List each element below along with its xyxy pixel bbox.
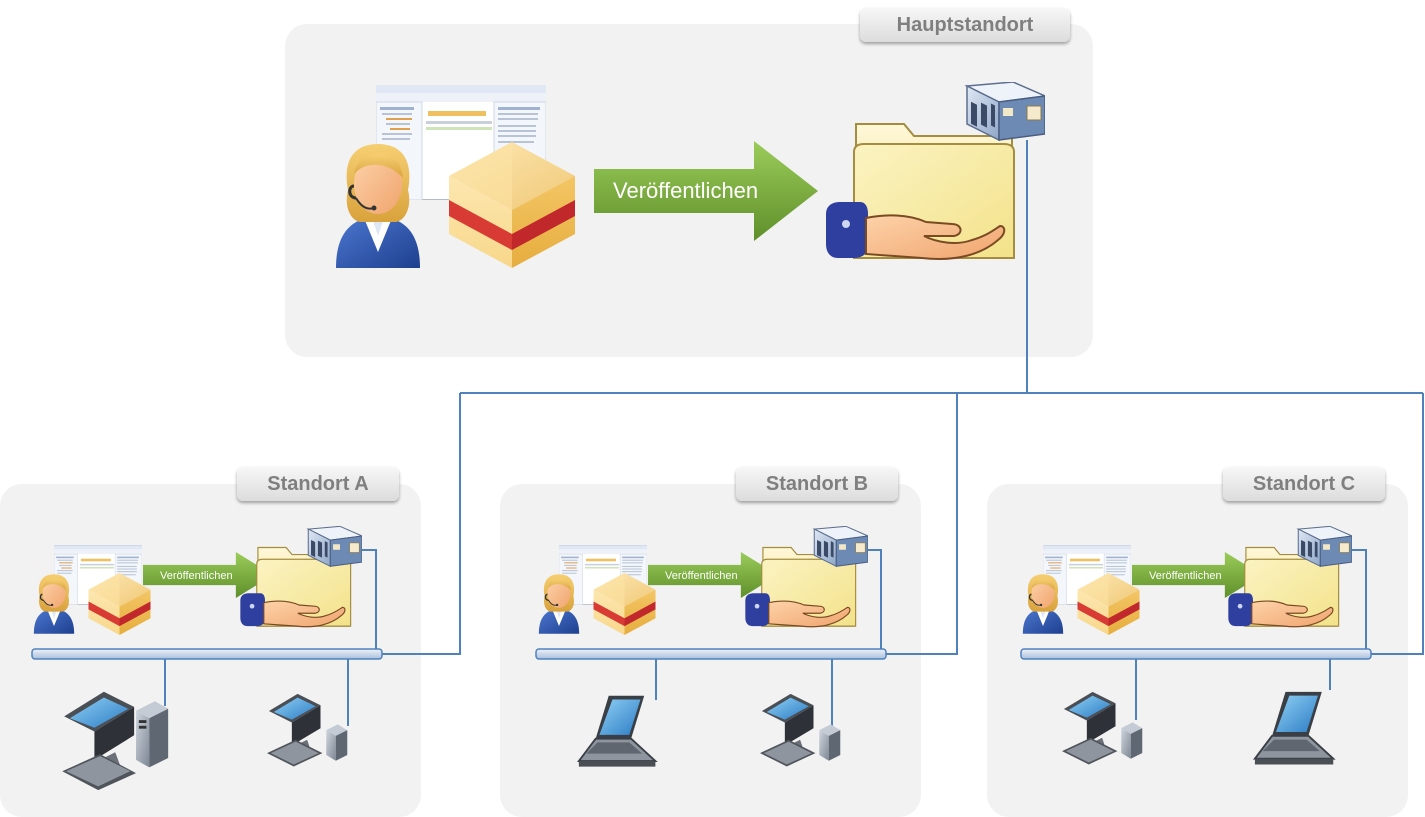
server-icon (1297, 526, 1352, 567)
laptop-icon (1253, 690, 1335, 766)
publish-arrow (594, 141, 818, 241)
laptop-icon (577, 694, 657, 768)
main-site-title: Hauptstandort (860, 8, 1070, 42)
desktop-pc-icon (760, 693, 841, 767)
agent-icon (1022, 573, 1064, 635)
site-a-title: Standort A (237, 467, 399, 501)
agent-icon (33, 573, 75, 635)
agent-icon (538, 573, 580, 635)
site-c-title: Standort C (1223, 467, 1385, 501)
package-icon (449, 142, 575, 268)
site-b-title: Standort B (736, 467, 898, 501)
server-icon (307, 526, 362, 567)
desktop-pc-icon (267, 693, 348, 767)
desktop-pc-icon (1062, 691, 1143, 765)
desktop-pc-icon (62, 691, 169, 791)
server-icon (813, 526, 868, 567)
agent-icon (334, 142, 422, 270)
server-icon (966, 82, 1045, 141)
